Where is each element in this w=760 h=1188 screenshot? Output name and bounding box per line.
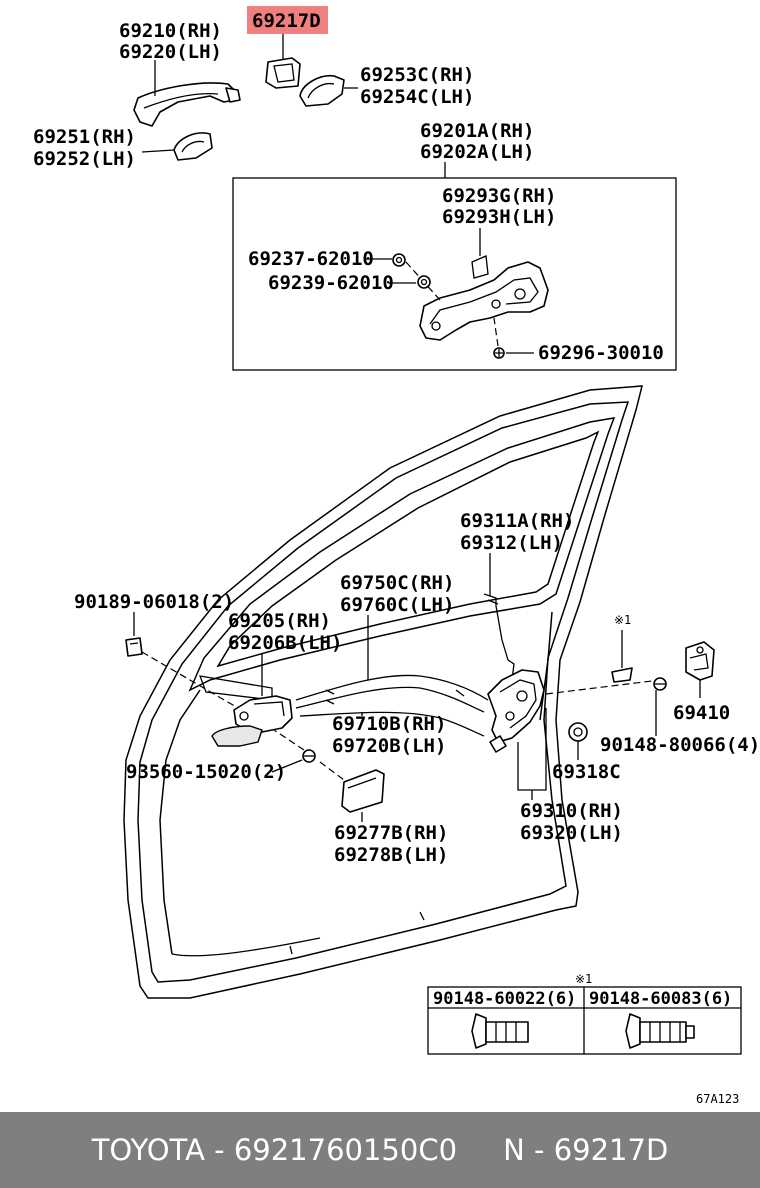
label-69220[interactable]: 69220(LH)	[119, 41, 222, 63]
label-69311[interactable]: 69311A(RH)	[460, 510, 574, 532]
leader-93560	[271, 759, 303, 773]
screw-90148-80066	[653, 677, 667, 691]
pad-69253c	[299, 74, 345, 107]
outside-handle	[133, 82, 241, 127]
label-69750[interactable]: 69750C(RH)	[340, 572, 454, 594]
highlight-part-label[interactable]: 69217D	[252, 10, 321, 32]
lock-rod	[483, 593, 515, 681]
screw-69237	[392, 253, 406, 267]
table-header-90148-60022[interactable]: 90148-60022(6)	[433, 989, 576, 1009]
label-69206[interactable]: 69206B(LH)	[228, 632, 342, 654]
screw-icon-60022	[471, 1013, 529, 1049]
label-69237[interactable]: 69237-62010	[248, 248, 374, 270]
label-69202[interactable]: 69202A(LH)	[420, 141, 534, 163]
highlight-box	[247, 6, 328, 34]
screw-93560	[302, 749, 316, 763]
screw-table	[427, 986, 742, 1055]
label-69320[interactable]: 69320(LH)	[520, 822, 623, 844]
label-69410[interactable]: 69410	[673, 702, 730, 724]
pad-69251	[173, 132, 213, 161]
screw-69296	[493, 347, 505, 359]
table-header-90148-60083[interactable]: 90148-60083(6)	[589, 989, 732, 1009]
label-69254[interactable]: 69254C(LH)	[360, 86, 474, 108]
label-69251[interactable]: 69251(RH)	[33, 126, 136, 148]
inside-handle	[211, 695, 293, 747]
label-69293g[interactable]: 69293G(RH)	[442, 185, 556, 207]
label-69293h[interactable]: 69293H(LH)	[442, 206, 556, 228]
dash-69296	[493, 317, 499, 347]
label-90148-80066[interactable]: 90148-80066(4)	[600, 734, 760, 756]
label-69760[interactable]: 69760C(LH)	[340, 594, 454, 616]
striker-69410	[685, 641, 715, 681]
leader-69251	[141, 149, 175, 153]
handle-cover-69217d	[265, 57, 301, 89]
footer-bar: TOYOTA - 6921760150C0 N - 69217D	[0, 1112, 760, 1188]
frame-assembly-box	[232, 177, 677, 371]
parts-diagram: 69217D 69210(RH) 69220(LH) 69253C(RH) 69…	[33, 6, 760, 1106]
label-69210[interactable]: 69210(RH)	[119, 20, 222, 42]
screw-note1	[611, 667, 633, 683]
control-cables	[295, 674, 489, 737]
footer-text: TOYOTA - 6921760150C0 N - 69217D	[91, 1133, 669, 1167]
label-69252[interactable]: 69252(LH)	[33, 148, 136, 170]
note-mark[interactable]: ※1	[614, 613, 631, 627]
label-69205[interactable]: 69205(RH)	[228, 610, 331, 632]
label-93560[interactable]: 93560-15020(2)	[126, 761, 286, 783]
label-69253[interactable]: 69253C(RH)	[360, 64, 474, 86]
label-69296[interactable]: 69296-30010	[538, 342, 664, 364]
label-69239[interactable]: 69239-62010	[268, 272, 394, 294]
screw-69239	[417, 275, 431, 289]
label-90189[interactable]: 90189-06018(2)	[74, 591, 234, 613]
cover-69318c	[568, 722, 588, 742]
label-69310[interactable]: 69310(RH)	[520, 800, 623, 822]
label-69720[interactable]: 69720B(LH)	[332, 735, 446, 757]
label-69710[interactable]: 69710B(RH)	[332, 713, 446, 735]
dash-93560	[273, 729, 305, 751]
clip-90189	[125, 637, 143, 657]
door-frame	[123, 385, 643, 999]
dash-lock	[545, 679, 661, 695]
handle-frame	[419, 255, 549, 341]
protector-69277b	[341, 769, 385, 813]
table-mark[interactable]: ※1	[575, 972, 592, 986]
label-69277[interactable]: 69277B(RH)	[334, 822, 448, 844]
label-69318[interactable]: 69318C	[552, 761, 621, 783]
dash-69277	[319, 761, 345, 781]
screw-icon-60083	[625, 1013, 695, 1049]
diagram-code: 67A123	[696, 1092, 739, 1106]
door-lock	[487, 669, 545, 753]
label-69201[interactable]: 69201A(RH)	[420, 120, 534, 142]
label-69312[interactable]: 69312(LH)	[460, 532, 563, 554]
dash-90189	[141, 651, 239, 709]
label-69278[interactable]: 69278B(LH)	[334, 844, 448, 866]
